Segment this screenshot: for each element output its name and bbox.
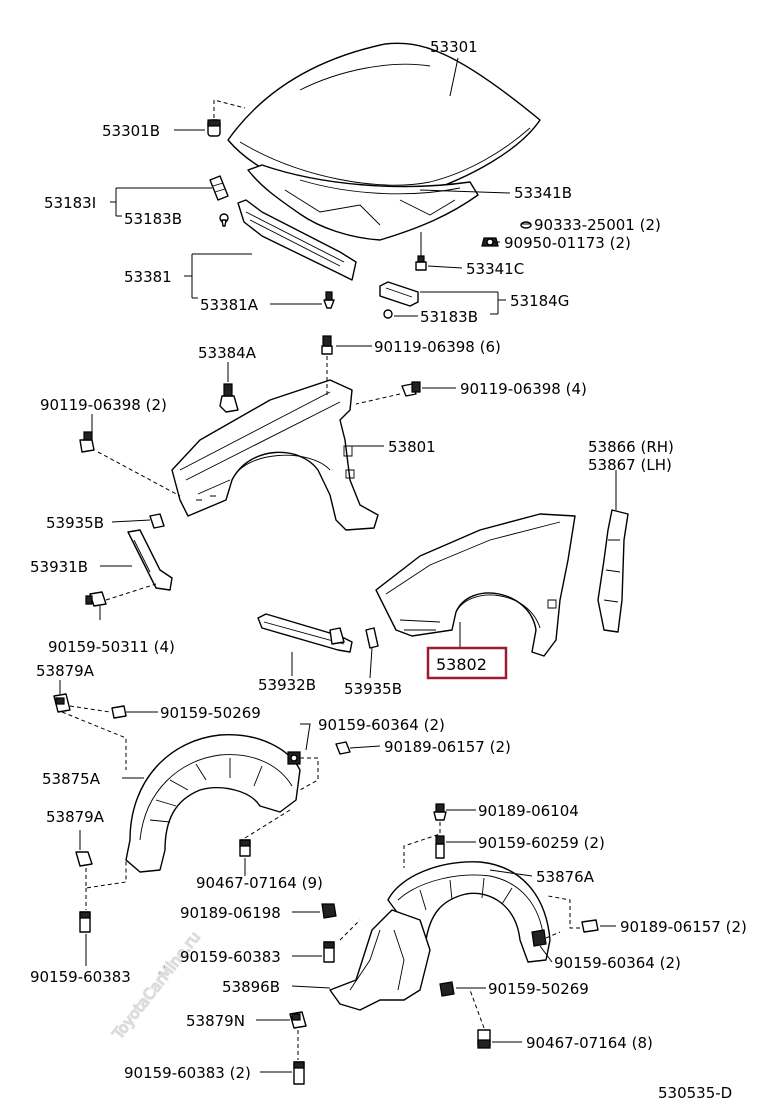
label-53867[interactable]: 53867 (LH): [588, 456, 672, 474]
label-53183b-top[interactable]: 53183B: [124, 210, 182, 228]
bolt-90119-06398-4[interactable]: [401, 381, 421, 397]
screw-90159-60259[interactable]: [435, 835, 445, 859]
label-53879a-top[interactable]: 53879A: [36, 662, 95, 680]
hood-insulator[interactable]: [247, 164, 479, 241]
label-90119-06398-4[interactable]: 90119-06398 (4): [460, 380, 587, 398]
bracket-53935b-mid[interactable]: [365, 627, 379, 649]
label-53875a[interactable]: 53875A: [42, 770, 101, 788]
bracket-53935b-left[interactable]: [149, 513, 165, 529]
screw-90159-60383-bot[interactable]: [293, 1061, 305, 1085]
label-90467-07164-bot[interactable]: 90467-07164 (8): [526, 1034, 653, 1052]
fender-liner-53876a[interactable]: [387, 861, 551, 963]
label-53931b[interactable]: 53931B: [30, 558, 88, 576]
label-53879n[interactable]: 53879N: [186, 1012, 245, 1030]
label-90950-01173[interactable]: 90950-01173 (2): [504, 234, 631, 252]
bolt-90119-06398-6[interactable]: [321, 335, 333, 355]
fender-liner-53875a[interactable]: [125, 734, 301, 873]
label-90189-06157-top[interactable]: 90189-06157 (2): [384, 738, 511, 756]
label-90159-50269-top[interactable]: 90159-50269: [160, 704, 261, 722]
front-fender-apron[interactable]: [171, 379, 379, 531]
label-90119-06398-6[interactable]: 90119-06398 (6): [374, 338, 501, 356]
bracket-53931b[interactable]: [127, 529, 173, 591]
screw-90159-50269-bot[interactable]: [439, 981, 455, 997]
label-90467-07164-top[interactable]: 90467-07164 (9): [196, 874, 323, 892]
clip-53183b-mid[interactable]: [383, 309, 393, 319]
label-53935b-mid[interactable]: 53935B: [344, 680, 402, 698]
label-53183i[interactable]: 53183I: [44, 194, 96, 212]
grommet-90950[interactable]: [481, 237, 499, 247]
clip-53183b-top[interactable]: [219, 213, 229, 227]
label-90119-06398-2[interactable]: 90119-06398 (2): [40, 396, 167, 414]
label-53384a[interactable]: 53384A: [198, 344, 257, 362]
label-53932b[interactable]: 53932B: [258, 676, 316, 694]
label-53866[interactable]: 53866 (RH): [588, 438, 674, 456]
screw-90159-50269-top[interactable]: [111, 705, 127, 719]
label-53381a[interactable]: 53381A: [200, 296, 259, 314]
clip-53879a-mid[interactable]: [75, 851, 93, 867]
leader-lines: [59, 57, 617, 1073]
label-53301b[interactable]: 53301B: [102, 122, 160, 140]
label-90159-60259[interactable]: 90159-60259 (2): [478, 834, 605, 852]
clip-53879a-top[interactable]: [53, 693, 71, 713]
fender-liner-53896b[interactable]: [329, 909, 431, 1011]
screw-90467-07164-top[interactable]: [239, 839, 251, 857]
label-53896b[interactable]: 53896B: [222, 978, 280, 996]
label-53183b-mid[interactable]: 53183B: [420, 308, 478, 326]
hood-cushion-53341c[interactable]: [415, 255, 427, 271]
diagram-code: 530535-D: [658, 1084, 732, 1102]
screw-90189-06157-top[interactable]: [335, 741, 351, 755]
label-53301[interactable]: 53301: [430, 38, 478, 56]
plug-90333[interactable]: [520, 221, 532, 229]
label-53341c[interactable]: 53341C: [466, 260, 524, 278]
label-90159-60383-mid[interactable]: 90159-60383: [180, 948, 281, 966]
screw-90159-60364-top[interactable]: [287, 751, 301, 765]
selected-part-highlight: [426, 646, 508, 680]
screw-90159-60383-mid[interactable]: [323, 941, 335, 963]
clip-53384a[interactable]: [219, 383, 239, 413]
screw-90159-60383-left[interactable]: [79, 911, 91, 933]
label-53381[interactable]: 53381: [124, 268, 172, 286]
screw-90189-06104[interactable]: [433, 803, 447, 821]
label-53876a[interactable]: 53876A: [536, 868, 595, 886]
label-53935b-left[interactable]: 53935B: [46, 514, 104, 532]
fender-brace-53932b[interactable]: [257, 613, 353, 653]
label-90333-25001[interactable]: 90333-25001 (2): [534, 216, 661, 234]
screw-90159-60364-bot[interactable]: [531, 929, 547, 947]
label-90159-60364-top[interactable]: 90159-60364 (2): [318, 716, 445, 734]
clip-90189-06198[interactable]: [321, 903, 337, 919]
label-53801[interactable]: 53801: [388, 438, 436, 456]
screw-90189-06157-bot[interactable]: [581, 919, 599, 933]
hood-to-cowl-seal[interactable]: [237, 199, 357, 281]
label-90189-06157-bot[interactable]: 90189-06157 (2): [620, 918, 747, 936]
bolt-90159-50311[interactable]: [85, 591, 107, 607]
bolt-90119-06398-2[interactable]: [79, 431, 95, 453]
label-90189-06198[interactable]: 90189-06198: [180, 904, 281, 922]
label-90159-60383-bot[interactable]: 90159-60383 (2): [124, 1064, 251, 1082]
label-90189-06104[interactable]: 90189-06104: [478, 802, 579, 820]
label-53341b[interactable]: 53341B: [514, 184, 572, 202]
label-53802[interactable]: 53802: [436, 655, 487, 674]
hood-cushion[interactable]: [207, 119, 221, 137]
screw-90467-07164-bot[interactable]: [477, 1029, 491, 1049]
fender-liner-seal[interactable]: [597, 509, 629, 633]
hood-bumper-bracket[interactable]: [209, 175, 229, 201]
seal-53184g[interactable]: [379, 281, 419, 307]
label-53879a-mid[interactable]: 53879A: [46, 808, 105, 826]
clip-53381a[interactable]: [323, 291, 335, 309]
label-90159-60364-bot[interactable]: 90159-60364 (2): [554, 954, 681, 972]
clip-53879n[interactable]: [289, 1011, 307, 1029]
label-90159-50269-bot[interactable]: 90159-50269: [488, 980, 589, 998]
label-90159-60383-left[interactable]: 90159-60383: [30, 968, 131, 986]
label-90159-50311[interactable]: 90159-50311 (4): [48, 638, 175, 656]
front-fender-panel[interactable]: [375, 513, 576, 657]
label-53184g[interactable]: 53184G: [510, 292, 569, 310]
